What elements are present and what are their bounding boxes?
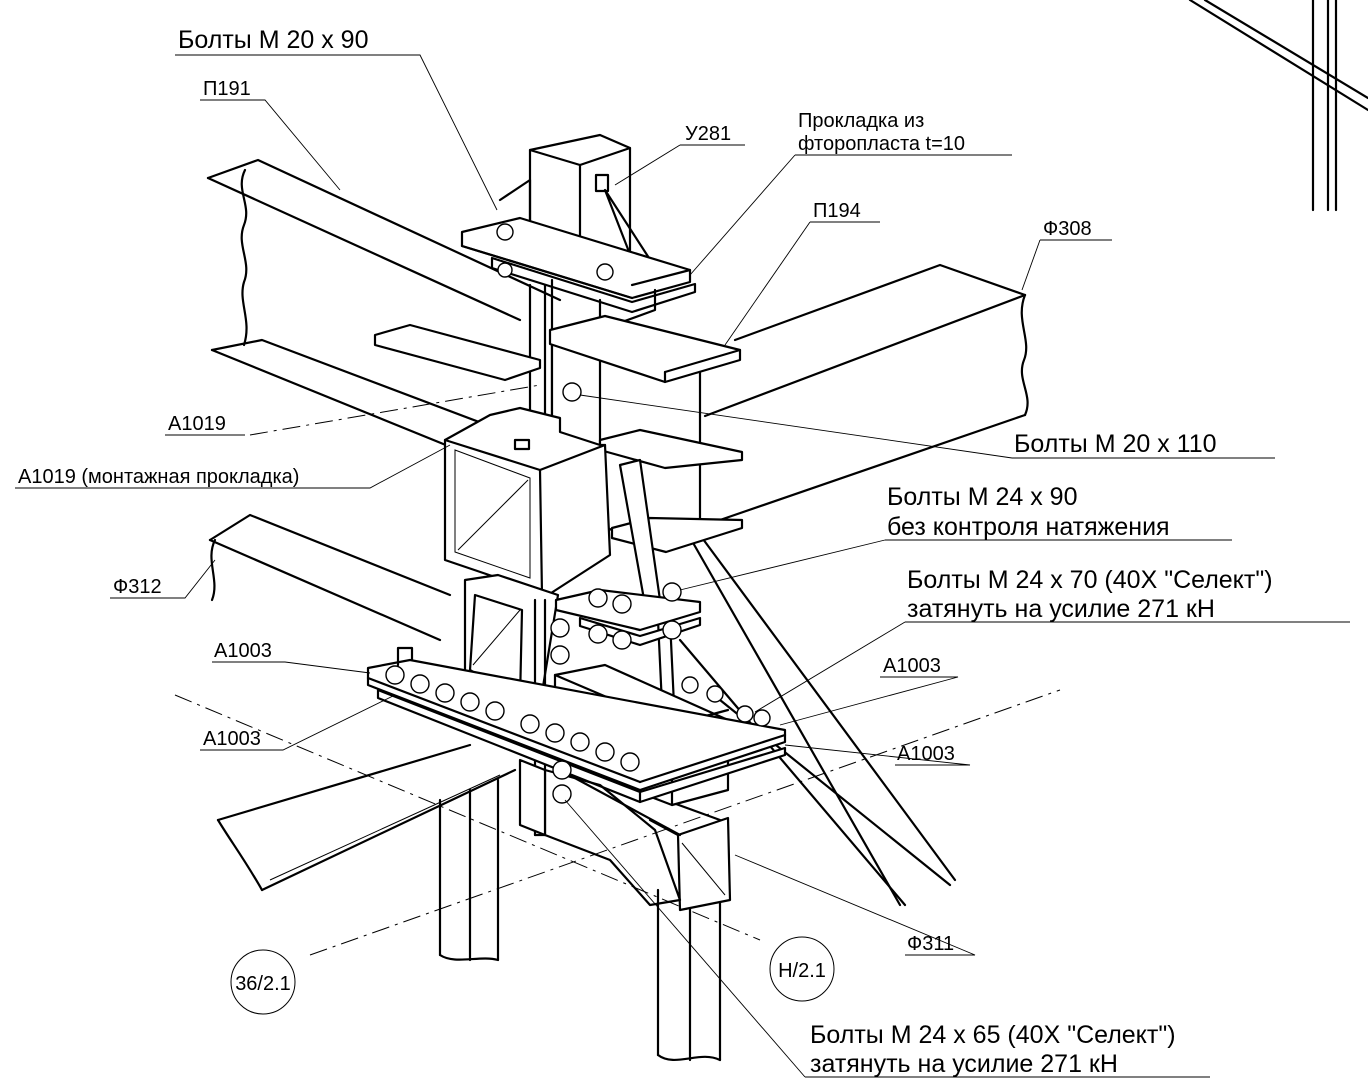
bolt-row-flange: [385, 665, 771, 772]
top-plates: [460, 216, 697, 332]
label-p191: П191: [203, 78, 251, 100]
label-a1003-top-left: А1003: [214, 640, 272, 662]
bolt-group-top: [496, 223, 614, 281]
label-a1019-mount: А1019 (монтажная прокладка): [18, 466, 299, 488]
plate-a1019: [373, 323, 542, 382]
label-bolts-m24x70-line2: затянуть на усилие 271 кН: [907, 595, 1215, 623]
axis-bubble-36: 36/2.1: [230, 949, 296, 1015]
beam-p191: [206, 158, 562, 467]
central-box: [443, 406, 662, 607]
label-bolts-m20x110: Болты М 20 х 110: [1014, 430, 1217, 458]
axis-label-h: Н/2.1: [778, 960, 826, 982]
long-flange-a1003: [366, 646, 787, 804]
label-a1003-top-right: А1003: [883, 655, 941, 677]
beam-lower-left: [216, 743, 517, 892]
label-bolts-m24x90-line2: без контроля натяжения: [887, 513, 1170, 541]
leader-lines: [15, 54, 1350, 1078]
plate-p194: [548, 314, 742, 384]
label-gasket-line2: фторопласта t=10: [798, 133, 965, 155]
label-a1019: А1019: [168, 413, 226, 435]
label-a1003-bottom-left: А1003: [203, 728, 261, 750]
label-bolts-m24x70-line1: Болты М 24 х 70 (40Х "Селект"): [907, 566, 1273, 594]
label-p194: П194: [813, 200, 861, 222]
label-f311: Ф311: [907, 933, 954, 955]
mid-flange: [550, 582, 702, 665]
label-bolts-m24x90-line1: Болты М 24 х 90: [887, 483, 1078, 511]
axis-bubble-h: Н/2.1: [769, 936, 835, 1002]
label-bolts-m24x65-line1: Болты М 24 х 65 (40Х "Селект"): [810, 1021, 1176, 1049]
frame-fragment-top-right: [1188, 0, 1368, 212]
bolt-group-mid: [550, 582, 682, 665]
beam-f312: [208, 513, 452, 642]
label-bolts-m24x65-line2: затянуть на усилие 271 кН: [810, 1050, 1118, 1078]
axis-label-36: 36/2.1: [235, 973, 291, 995]
label-gasket-line1: Прокладка из: [798, 110, 924, 132]
label-f312: Ф312: [113, 576, 162, 598]
column-lower-left: [438, 778, 500, 962]
label-u281: У281: [685, 123, 731, 145]
lower-vertical-plate: [518, 758, 682, 907]
beam-f308: [703, 263, 1029, 522]
label-a1003-bottom-right: А1003: [897, 743, 955, 765]
label-f308: Ф308: [1043, 218, 1092, 240]
axis-lines: [174, 384, 1061, 956]
column-lower-right: [656, 888, 722, 1062]
labels: Болты М 20 х 90 П191 У281 Прокладка из ф…: [18, 26, 1273, 1078]
label-bolts-m20x90: Болты М 20 х 90: [178, 26, 369, 54]
